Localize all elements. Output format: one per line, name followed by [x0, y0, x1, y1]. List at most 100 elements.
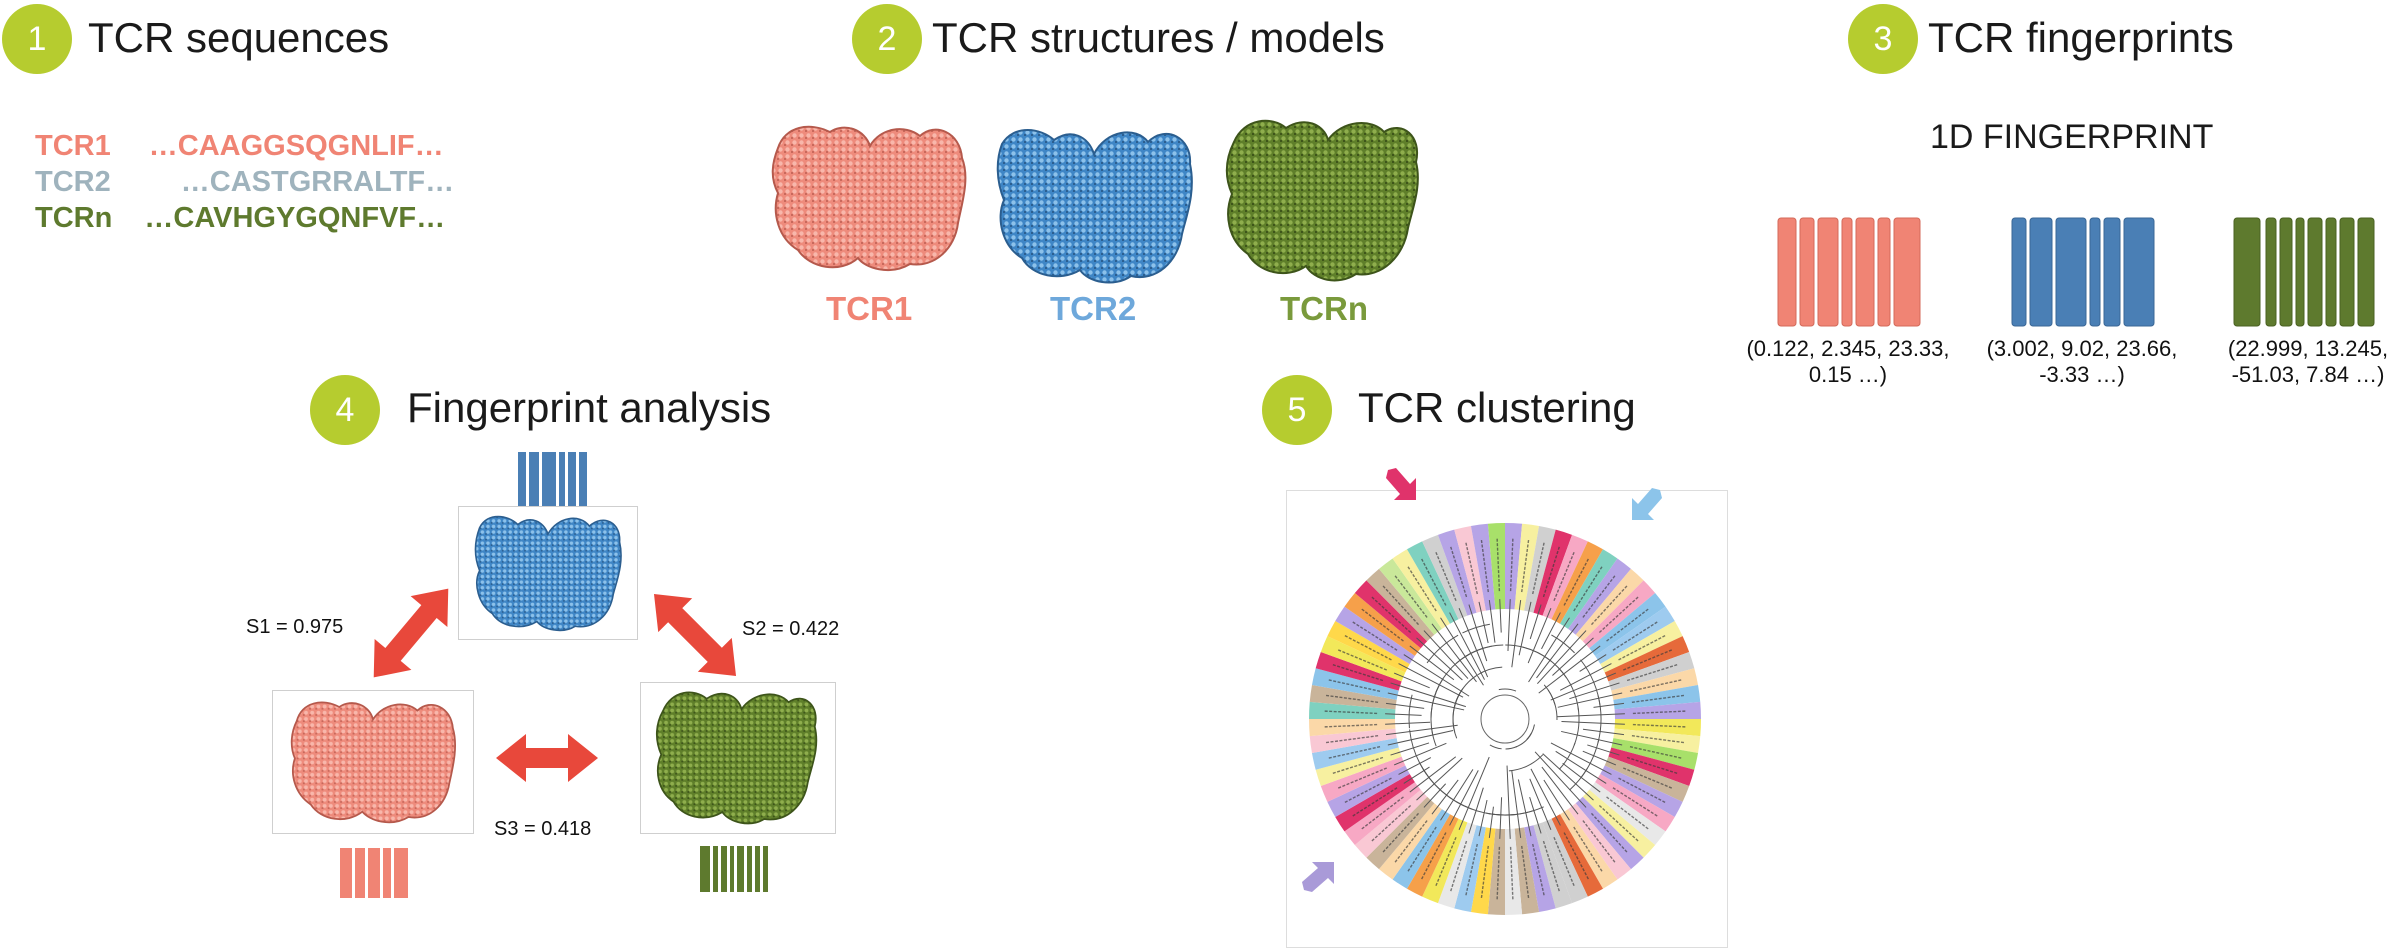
step-1-badge: 1 — [2, 4, 72, 74]
dendrogram-sector — [1613, 684, 1701, 710]
dendrogram-sector — [1311, 668, 1399, 700]
dendrogram-arc — [1477, 666, 1503, 676]
dendrogram-branch — [1499, 599, 1502, 633]
dendrogram-branch — [1387, 730, 1454, 746]
step-5-title: TCR clustering — [1358, 384, 1636, 431]
sequence-row-tcr2: TCR2 …CASTGRRALTF… — [35, 166, 454, 199]
dendrogram-sector — [1614, 719, 1701, 737]
dendrogram-sector — [1454, 525, 1486, 613]
dendrogram-arc — [1559, 668, 1580, 712]
dendrogram-arc — [1551, 634, 1575, 654]
dendrogram-arc — [1573, 706, 1580, 746]
fingerprint-caption-line: (22.999, 13.245, — [2227, 336, 2389, 361]
dendrogram-leaf-label — [1573, 826, 1604, 873]
dendrogram-branch — [1542, 753, 1594, 801]
dendrogram-branch — [1423, 783, 1447, 808]
dendrogram-sector — [1505, 523, 1523, 610]
dendrogram-branch — [1550, 672, 1617, 701]
dendrogram-branch — [1458, 607, 1489, 678]
arrow-pointer-purple — [1302, 862, 1334, 892]
dendrogram-sector — [1614, 701, 1701, 719]
dendrogram-branch — [1538, 645, 1601, 694]
dendrogram-branch — [1449, 612, 1485, 680]
dendrogram-branch — [1582, 750, 1617, 766]
dendrogram-arc — [1505, 644, 1552, 662]
dendrogram-branch — [1556, 713, 1625, 718]
step-3-title: TCR fingerprints — [1928, 14, 2234, 61]
dendrogram-leaf-label — [1406, 826, 1437, 873]
dendrogram-arc — [1569, 767, 1589, 791]
dendrogram-branch — [1488, 599, 1496, 643]
structure-label-tcr1: TCR1 — [826, 290, 913, 327]
dendrogram-branch — [1385, 713, 1422, 716]
analysis-structure-tcr1 — [272, 690, 474, 834]
dendrogram-branch — [1527, 607, 1552, 664]
fingerprint-barcode-tcr1 — [1777, 217, 1921, 327]
dendrogram-sector — [1542, 818, 1588, 904]
dendrogram-sector — [1514, 827, 1540, 915]
fingerprint-caption-line: -3.33 …) — [2039, 362, 2125, 387]
arrow-s1 — [373, 588, 449, 678]
dendrogram-branch — [1385, 702, 1425, 709]
step-3-badge: 3 — [1848, 4, 1918, 74]
dendrogram-sector — [1542, 534, 1588, 620]
sequence-label: TCR1 — [35, 130, 111, 162]
dendrogram-sector — [1437, 529, 1477, 616]
dendrogram-branch — [1529, 796, 1542, 834]
dendrogram-sector — [1604, 636, 1690, 682]
step-5-badge: 5 — [1262, 375, 1332, 445]
dendrogram-branch — [1517, 779, 1532, 837]
step-4-title: Fingerprint analysis — [407, 384, 772, 431]
dendrogram-leaf-label — [1331, 756, 1384, 775]
dendrogram-sector — [1611, 738, 1699, 770]
dendrogram-branch — [1423, 630, 1469, 679]
dendrogram-arc — [1505, 746, 1517, 750]
arrow-pointer-pink — [1386, 468, 1416, 500]
dendrogram-sector — [1470, 523, 1496, 611]
dendrogram-branch — [1393, 742, 1447, 766]
dendrogram-branch — [1569, 682, 1620, 700]
dendrogram-branch — [1390, 742, 1430, 756]
dendrogram-branch — [1403, 654, 1470, 697]
dendrogram-sector — [1514, 523, 1540, 611]
dendrogram-arc — [1580, 659, 1601, 708]
dendrogram-branch — [1398, 757, 1432, 775]
dendrogram-arc — [1526, 724, 1535, 740]
step-2-badge: 2 — [852, 4, 922, 74]
dendrogram-branch — [1561, 730, 1623, 746]
dendrogram-leaf-label — [1323, 710, 1378, 715]
dendrogram-arc — [1430, 684, 1440, 718]
dendrogram-leaf-label — [1343, 634, 1392, 661]
analysis-barcode-tcrn — [700, 846, 768, 892]
dendrogram-branch — [1431, 623, 1477, 683]
dendrogram-branch — [1511, 599, 1522, 668]
sequence-label: TCR2 — [35, 166, 111, 198]
dendrogram-sector — [1524, 825, 1556, 913]
dendrogram-branch — [1543, 779, 1570, 821]
dendrogram-sector — [1315, 651, 1402, 691]
dendrogram-leaf-label — [1622, 767, 1674, 790]
dendrogram-branch — [1528, 617, 1570, 683]
fingerprint-heading: 1D FINGERPRINT — [1930, 118, 2214, 156]
dendrogram-branch — [1431, 779, 1459, 815]
dendrogram-branch — [1530, 768, 1561, 826]
dendrogram-branch — [1409, 645, 1455, 681]
dendrogram-branch — [1440, 769, 1474, 821]
dendrogram-branch — [1529, 604, 1542, 640]
dendrogram-sector — [1533, 822, 1573, 909]
dendrogram-sector — [1407, 541, 1459, 624]
dendrogram-arc — [1430, 677, 1444, 735]
step-1-title: TCR sequences — [88, 14, 390, 61]
dendrogram-branch — [1387, 692, 1465, 711]
dendrogram-arc — [1462, 623, 1490, 634]
dendrogram-branch — [1536, 630, 1587, 685]
dendrogram-arc — [1426, 634, 1459, 664]
dendrogram-leaf-label — [1573, 565, 1604, 612]
dendrogram-leaf-label — [1612, 787, 1659, 818]
dendrogram-leaf-label — [1480, 845, 1489, 900]
dendrogram-leaf-label — [1521, 845, 1530, 900]
sequence-text: …CAAGGSQGNLIF… — [148, 130, 444, 162]
dendrogram-branch — [1534, 751, 1587, 808]
arrow-s2 — [653, 593, 737, 677]
structure-tcr1-small — [290, 701, 456, 824]
